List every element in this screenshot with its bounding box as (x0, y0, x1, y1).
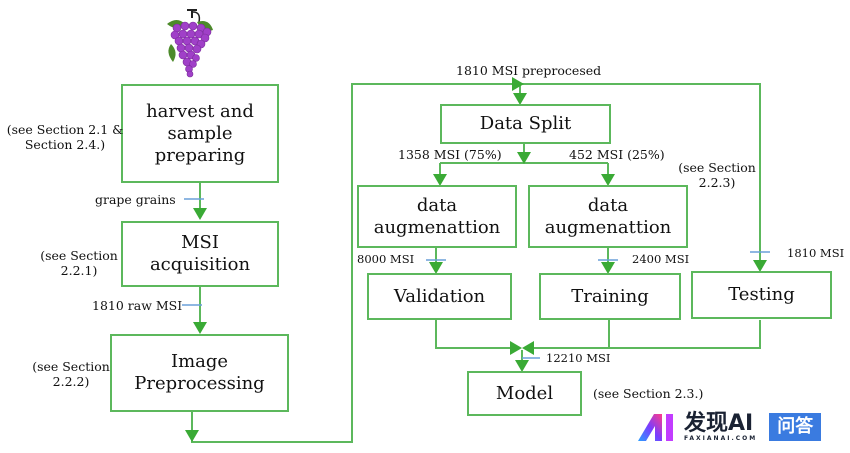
label-grape-grains: grape grains (95, 192, 176, 207)
box-aug-val-label: data augmenattion (373, 194, 501, 238)
box-data-split: Data Split (440, 104, 611, 144)
label-model-count: 12210 MSI (546, 351, 611, 365)
note-preproc-line2: 2.2.2) (52, 374, 90, 389)
box-training: Training (539, 273, 681, 320)
box-aug-validation: data augmenattion (357, 185, 517, 248)
note-msi: (see Section 2.2.1) (38, 248, 120, 278)
arrow-merge-left (510, 341, 522, 355)
label-raw-msi: 1810 raw MSI (92, 298, 183, 313)
note-msi-line2: 2.2.1) (60, 263, 98, 278)
arrow-top-right (512, 77, 524, 91)
arrow-train (601, 262, 615, 274)
note-model: (see Section 2.3.) (593, 386, 704, 401)
box-validation-label: Validation (393, 285, 486, 307)
box-aug-train-label: data augmenattion (544, 194, 672, 238)
note-split-line1: (see Section (678, 160, 756, 175)
note-split: (see Section 2.2.3) (676, 160, 758, 190)
note-preproc: (see Section 2.2.2) (30, 359, 112, 389)
arrow-aug-train (601, 174, 615, 186)
watermark-badge: 问答 (769, 413, 822, 441)
box-image-preprocessing: Image Preprocessing (110, 334, 289, 412)
box-msi-acquisition: MSI acquisition (121, 221, 279, 287)
label-split-75: 1358 MSI (75%) (398, 147, 502, 162)
note-msi-line1: (see Section (40, 248, 118, 263)
arrow-bottom (185, 430, 199, 442)
arrow-aug-val (433, 174, 447, 186)
label-test-count: 1810 MSI (787, 246, 845, 260)
arrow-val (429, 262, 443, 274)
box-validation: Validation (367, 273, 512, 320)
box-aug-training: data augmenattion (528, 185, 688, 248)
arrow-model (515, 360, 529, 372)
watermark-domain: FAXIANAI.COM (684, 434, 758, 442)
note-harvest: (see Section 2.1 & Section 2.4.) (6, 122, 124, 152)
label-val-count: 8000 MSI (357, 252, 415, 266)
box-msi-label: MSI acquisition (149, 232, 251, 275)
arrow-split-out (517, 152, 531, 164)
label-preprocessed: 1810 MSI preprocesed (456, 63, 602, 78)
note-split-line2: 2.2.3) (698, 175, 736, 190)
box-training-label: Training (571, 285, 649, 307)
arrow-split (513, 93, 527, 105)
watermark: 发现AI FAXIANAI.COM 问答 (636, 410, 822, 442)
edge-test-merge (532, 320, 761, 349)
label-train-count: 2400 MSI (632, 252, 690, 266)
box-testing-label: Testing (728, 284, 795, 305)
arrow-msi (193, 208, 207, 220)
edge-testing-loop (520, 83, 761, 262)
arrow-merge-right (522, 341, 534, 355)
label-split-25: 452 MSI (25%) (569, 147, 665, 162)
box-split-label: Data Split (479, 113, 572, 134)
box-preproc-label: Image Preprocessing (134, 351, 265, 394)
note-preproc-line1: (see Section (32, 359, 110, 374)
box-model: Model (467, 371, 582, 416)
box-testing: Testing (691, 271, 832, 319)
edge-val-merge (435, 319, 512, 349)
grape-cluster-icon (167, 9, 213, 78)
note-harvest-line2: Section 2.4.) (24, 137, 106, 152)
box-harvest-label: harvest and sample preparing (146, 100, 254, 166)
arrow-preproc (193, 322, 207, 334)
faxianai-logo-icon (638, 414, 673, 441)
arrow-test (753, 260, 767, 272)
note-harvest-line1: (see Section 2.1 & (6, 122, 124, 137)
box-harvest: harvest and sample preparing (121, 84, 279, 183)
watermark-brand: 发现AI (684, 410, 754, 436)
box-model-label: Model (495, 382, 554, 404)
